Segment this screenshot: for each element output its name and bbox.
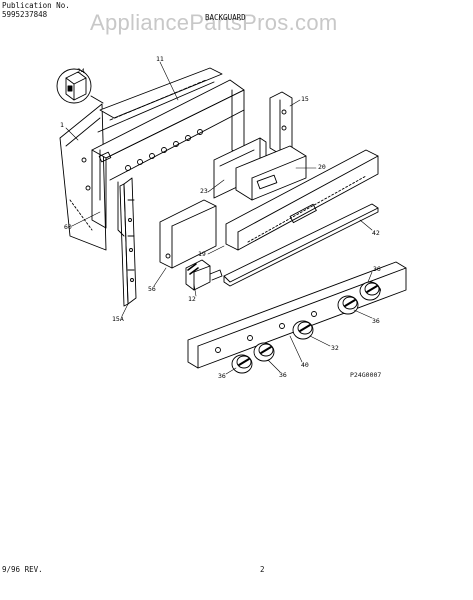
part-15a-side-bracket (119, 177, 137, 307)
callout-36-mid: 36 (372, 317, 380, 325)
callout-32: 32 (331, 344, 339, 352)
callout-12: 12 (188, 295, 196, 303)
callout-36-top: 36 (373, 265, 381, 273)
callout-23: 23 (200, 187, 208, 195)
page-number: 2 (260, 565, 265, 574)
callout-24: 24 (77, 67, 85, 75)
knobs (231, 281, 381, 374)
knob-36-mid (337, 295, 359, 315)
callout-36-lower: 36 (279, 371, 287, 379)
callout-15a: 15A (112, 315, 124, 323)
knob-36-left (231, 354, 253, 374)
callout-11: 11 (156, 55, 164, 63)
knob-36-lower (253, 342, 275, 362)
knob-32 (292, 320, 314, 340)
figure-code: P24G0007 (350, 371, 382, 379)
callout-15: 15 (301, 95, 309, 103)
revision-label: 9/96 REV. (2, 565, 43, 574)
leader-lines (65, 61, 373, 375)
backguard-holes (125, 129, 203, 171)
callout-42: 42 (372, 229, 380, 237)
control-panel-lower (187, 261, 407, 369)
part-12-switch (185, 259, 223, 291)
publication-label: Publication No. (2, 1, 70, 10)
watermark: AppliancePartsPros.com (90, 10, 338, 35)
section-title: BACKGUARD (205, 13, 246, 22)
part-42-control-panel (225, 149, 379, 251)
trim-rail (223, 203, 379, 287)
callout-60: 60 (64, 223, 72, 231)
knob-36-top (359, 281, 381, 301)
callout-36-left: 36 (218, 372, 226, 380)
part-24-inset (56, 68, 104, 104)
part-1-rear-panel (59, 103, 107, 251)
part-20-clock (235, 145, 307, 201)
callout-19: 19 (198, 250, 206, 258)
publication-number: 5995237848 (2, 10, 48, 19)
part-56-heat-shield (159, 199, 217, 269)
callout-1: 1 (60, 121, 64, 129)
part-11-backguard-frame (91, 67, 245, 237)
callout-20: 20 (318, 163, 326, 171)
callout-56: 56 (148, 285, 156, 293)
callout-40: 40 (301, 361, 309, 369)
part-15-end-bracket (269, 91, 293, 155)
